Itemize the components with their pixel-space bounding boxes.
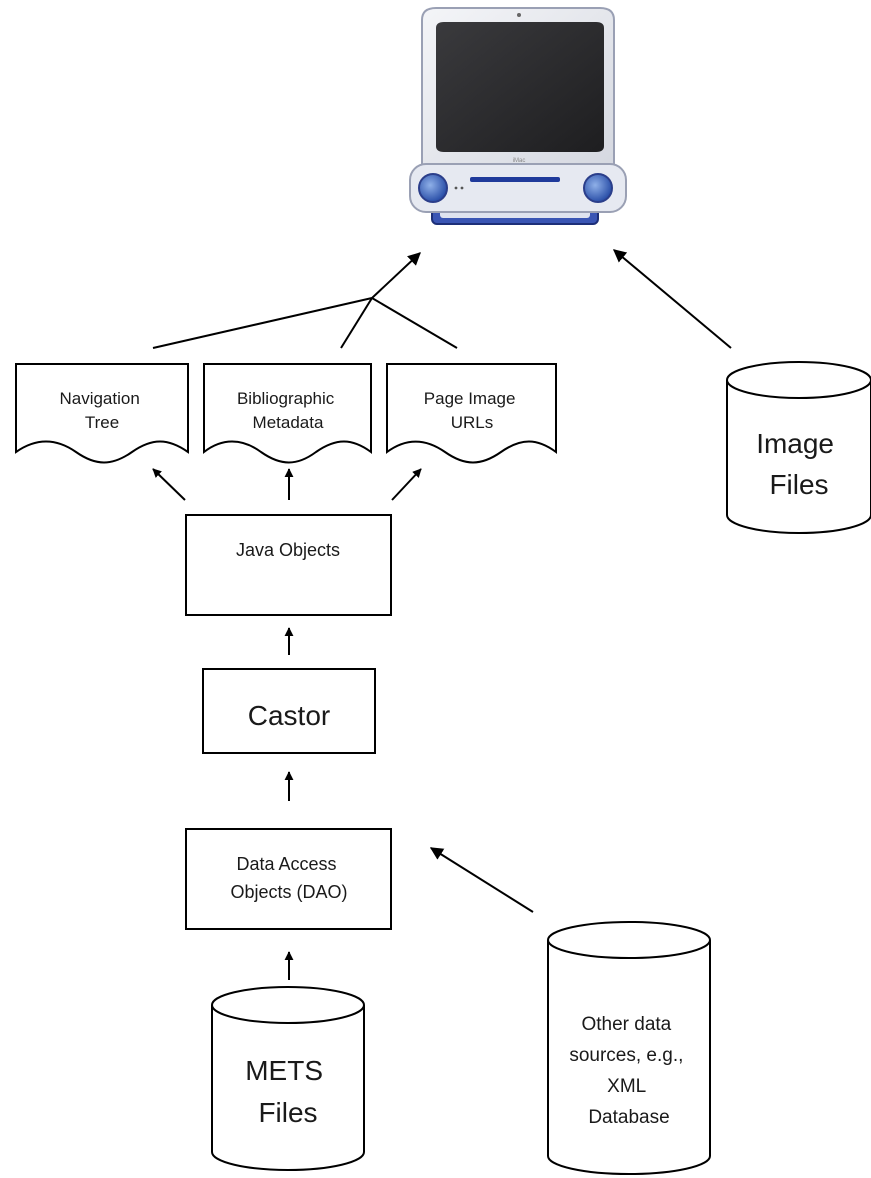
doc-label-line: Metadata xyxy=(253,413,324,432)
svg-text:Image Files: Image Files xyxy=(756,428,842,500)
arrow-image-files-to-monitor xyxy=(613,249,732,349)
connector-bibliographic-metadata xyxy=(340,297,373,349)
connector-navigation-tree xyxy=(152,297,373,349)
arrow-other-sources-to-dao xyxy=(429,847,534,913)
database-label-line: Files xyxy=(769,469,828,500)
arrows-java-to-docs xyxy=(152,468,422,501)
svg-text:Data Access Objects (DAO: Data Access Objects (DAO) xyxy=(230,854,347,902)
doc-label-line: Navigation xyxy=(59,389,139,408)
svg-text:Page Image URLs: Page Image URLs xyxy=(424,389,520,432)
computer-monitor-icon: iMac xyxy=(409,7,627,225)
svg-text:Other data sources, e.g.: Other data sources, e.g., XML Database xyxy=(569,1014,688,1128)
database-label-line: sources, e.g., xyxy=(569,1045,683,1066)
database-other-sources: Other data sources, e.g., XML Database xyxy=(547,921,711,1175)
document-page-image-urls: Page Image URLs xyxy=(386,363,557,464)
database-label-line: XML xyxy=(607,1076,646,1097)
castor-label: Castor xyxy=(248,700,330,731)
box-castor: Castor xyxy=(202,668,376,754)
doc-label-line: Tree xyxy=(85,413,119,432)
doc-label-line: URLs xyxy=(451,413,494,432)
database-image-files: Image Files xyxy=(726,361,871,534)
svg-text:Navigation Tree: Navigation Tree xyxy=(59,389,144,432)
database-label-line: Database xyxy=(588,1107,669,1128)
database-mets-files: METS Files xyxy=(211,986,365,1171)
svg-text:iMac: iMac xyxy=(513,158,526,164)
connectors xyxy=(152,249,732,349)
java-objects-label: Java Objects xyxy=(236,540,340,560)
database-label-line: Other data xyxy=(581,1014,671,1035)
document-bibliographic-metadata: Bibliographic Metadata xyxy=(203,363,372,464)
database-label-line: Files xyxy=(258,1097,317,1128)
box-dao: Data Access Objects (DAO) xyxy=(185,828,392,930)
arrow-to-monitor xyxy=(371,252,421,299)
document-navigation-tree: Navigation Tree xyxy=(15,363,189,464)
database-label-line: Image xyxy=(756,428,834,459)
arrow-to-navigation-tree xyxy=(152,468,186,501)
dao-label-line: Data Access xyxy=(236,854,336,874)
dao-label-line: Objects (DAO) xyxy=(230,882,347,902)
arrow-to-page-image-urls xyxy=(391,468,422,501)
database-label-line: METS xyxy=(245,1055,323,1086)
svg-text:Bibliographic Metadata: Bibliographic Metadata xyxy=(237,389,339,432)
doc-label-line: Page Image xyxy=(424,389,516,408)
doc-label-line: Bibliographic xyxy=(237,389,335,408)
box-java-objects: Java Objects xyxy=(185,514,392,616)
svg-text:METS Files: METS Files xyxy=(245,1055,331,1128)
connector-page-image-urls xyxy=(371,297,458,349)
